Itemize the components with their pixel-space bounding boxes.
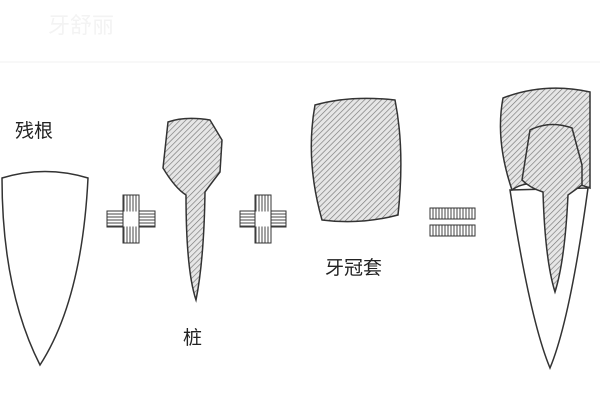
label-crown: 牙冠套 xyxy=(325,257,383,279)
label-post: 桩 xyxy=(183,327,203,349)
watermark-logo: 牙舒丽 xyxy=(48,14,115,39)
restored-tooth xyxy=(499,87,591,370)
equals-sign xyxy=(429,207,476,237)
residual-root-shape xyxy=(1,170,89,367)
plus-sign-2 xyxy=(239,194,287,244)
plus-sign-1 xyxy=(106,194,156,244)
post-shape xyxy=(162,117,223,303)
label-residual-root: 残根 xyxy=(15,120,54,142)
crown-shape xyxy=(310,97,402,223)
